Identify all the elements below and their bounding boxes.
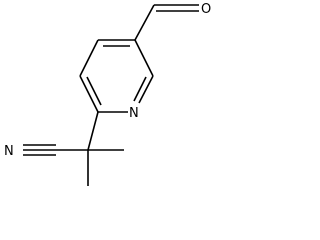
molecule-drawing: N O N — [4, 2, 211, 186]
bond-c2-cq — [87, 111, 99, 151]
bond-c6-c5 — [134, 39, 154, 77]
bond-n1-c6 — [138, 75, 154, 104]
dimethyl-nitrile-group — [23, 111, 124, 186]
aldehyde-group — [134, 4, 199, 41]
nitrile-nitrogen-label: N — [4, 144, 14, 159]
bond-c5-cho — [134, 4, 155, 41]
bond-c4-c3 — [79, 39, 99, 77]
chemical-structure-diagram: N O N — [4, 2, 211, 186]
pyridine-ring — [79, 39, 154, 113]
aldehyde-oxygen-label: O — [201, 2, 211, 17]
bond-n1-c6-inner — [133, 76, 147, 102]
bond-c3-c2-inner — [86, 76, 102, 106]
bond-c3-c2 — [79, 75, 99, 113]
ring-nitrogen-label: N — [129, 106, 139, 121]
